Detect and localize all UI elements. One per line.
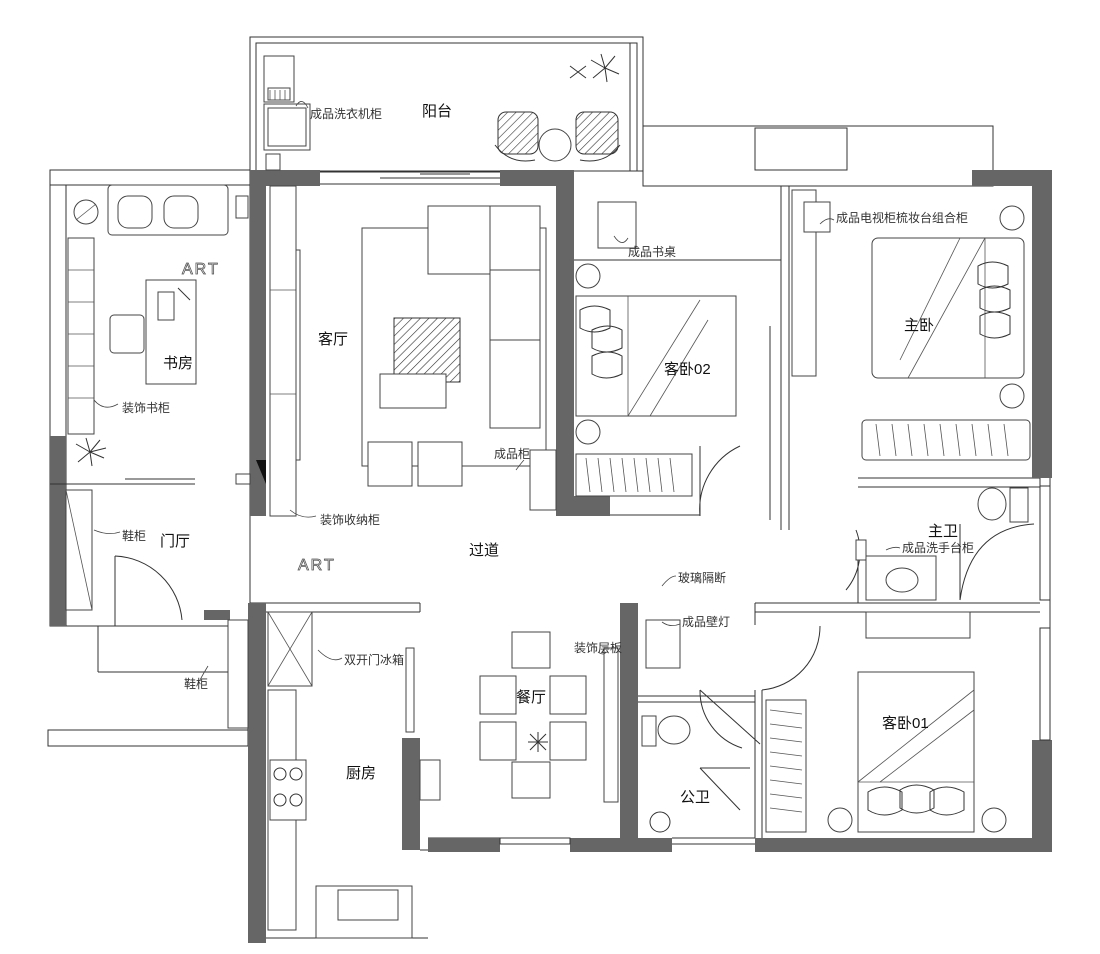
- anno-art-2: ART: [298, 557, 336, 574]
- anno-shoe-cabinet-2: 鞋柜: [184, 676, 208, 691]
- room-label-master-bedroom: 主卧: [904, 317, 934, 334]
- dining-furniture: [479, 631, 619, 803]
- study-furniture: [67, 184, 251, 485]
- room-label-guest-bedroom-01: 客卧01: [882, 715, 929, 732]
- room-label-balcony: 阳台: [422, 103, 452, 120]
- room-label-kitchen: 厨房: [346, 765, 376, 782]
- room-label-guest-bedroom-02: 客卧02: [664, 361, 711, 378]
- public-bath-fixtures: [641, 619, 761, 833]
- master-bath-fixtures: [845, 487, 1035, 601]
- anno-decor-bookcase: 装饰书柜: [122, 401, 170, 415]
- anno-decor-shelf: 装饰层板: [574, 641, 622, 655]
- foyer-furniture: [65, 489, 249, 729]
- anno-finished-cabinet: 成品柜: [494, 447, 530, 461]
- room-label-foyer: 门厅: [160, 533, 190, 550]
- guest-bedroom-01-furniture: [761, 611, 1007, 833]
- chandelier-icon: [528, 732, 548, 752]
- plant-icon: [590, 53, 620, 83]
- room-label-living-room: 客厅: [318, 331, 348, 348]
- kitchen-fixtures: [267, 611, 441, 939]
- room-labels: 阳台 客厅 书房 客卧02 主卧 主卫 门厅 过道 餐厅 厨房 公卫 客卧01: [160, 103, 958, 806]
- plant-icon: [75, 437, 107, 467]
- structural-walls: [50, 170, 1052, 943]
- plant-icon: [569, 65, 587, 79]
- balcony-furniture: [263, 53, 621, 171]
- windows: [50, 171, 1051, 845]
- room-label-dining-room: 餐厅: [516, 689, 546, 706]
- anno-washer-cabinet: 成品洗衣机柜: [310, 106, 382, 121]
- anno-wall-lamp: 成品壁灯: [682, 614, 730, 629]
- anno-fridge: 双开门冰箱: [344, 652, 404, 667]
- room-label-study: 书房: [163, 355, 193, 372]
- anno-art-1: ART: [182, 261, 220, 278]
- guest-bedroom-02-furniture: [574, 201, 781, 517]
- living-room-furniture: [256, 185, 557, 517]
- anno-tv-vanity-cabinet: 成品电视柜梳妆台组合柜: [836, 210, 968, 225]
- room-label-public-bath: 公卫: [680, 789, 710, 806]
- room-label-corridor: 过道: [469, 542, 499, 559]
- anno-shoe-cabinet-1: 鞋柜: [122, 528, 146, 543]
- annotations: 成品洗衣机柜 成品书桌 成品电视柜梳妆台组合柜 装饰书柜 装饰收纳柜 成品柜 鞋…: [93, 101, 974, 691]
- anno-glass-partition: 玻璃隔断: [678, 570, 726, 585]
- anno-decor-storage: 装饰收纳柜: [320, 513, 380, 527]
- room-label-master-bath: 主卫: [928, 523, 958, 540]
- anno-vanity-cabinet: 成品洗手台柜: [902, 540, 974, 555]
- master-bedroom-furniture: [791, 189, 1031, 461]
- anno-study-desk: 成品书桌: [628, 245, 676, 259]
